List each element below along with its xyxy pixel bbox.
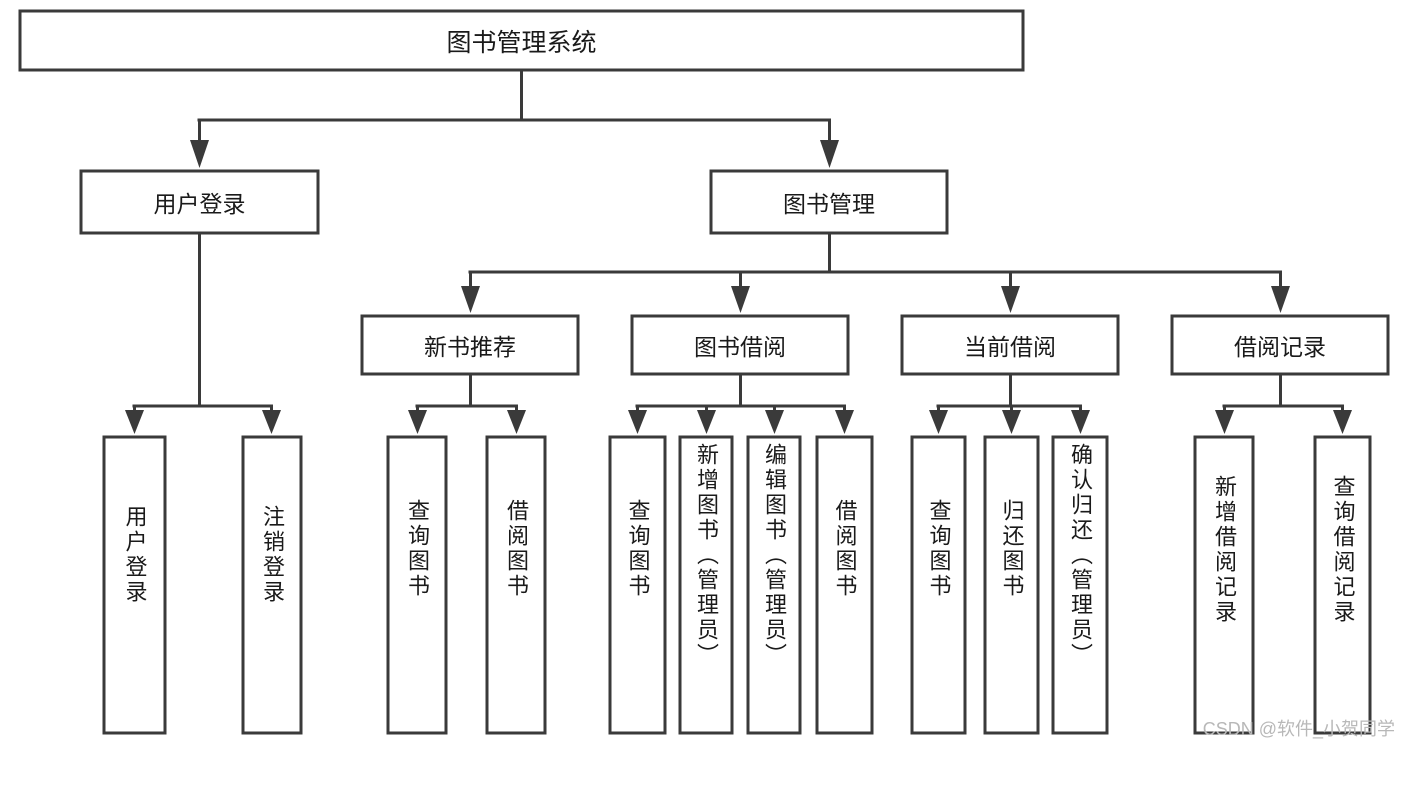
node-box-book-borrow[interactable] <box>630 314 850 376</box>
arrow-head-leaf-query-record <box>1333 410 1352 434</box>
arrow-head-book-borrow <box>731 286 750 313</box>
node-box-new-book-recommend[interactable] <box>360 314 580 376</box>
csdn-watermark: CSDN @软件_小贺同学 <box>1202 719 1395 739</box>
connector-group-user-login <box>125 231 281 434</box>
arrow-head-book-management <box>820 140 839 168</box>
connector-group-new-book-recommend <box>408 372 526 434</box>
arrow-head-leaf-return-book <box>1002 410 1021 434</box>
connector-group-book-management <box>461 231 1290 313</box>
node-box-leaf-return-book[interactable] <box>983 435 1040 735</box>
node-box-leaf-query-book-1[interactable] <box>386 435 448 735</box>
arrow-head-user-login <box>190 140 209 168</box>
arrow-head-current-borrow <box>1001 286 1020 313</box>
arrow-head-leaf-borrow-book-2 <box>835 410 854 434</box>
arrow-head-leaf-logout <box>262 410 281 434</box>
arrow-head-leaf-edit-book <box>765 410 784 434</box>
arrow-head-leaf-query-book-1 <box>408 410 427 434</box>
node-box-leaf-user-login[interactable] <box>102 435 167 735</box>
connector-group-current-borrow <box>929 372 1090 434</box>
node-box-leaf-logout[interactable] <box>241 435 303 735</box>
arrow-head-borrow-record <box>1271 286 1290 313</box>
node-box-book-management[interactable] <box>709 169 949 235</box>
node-box-leaf-edit-book[interactable] <box>746 435 802 735</box>
node-box-leaf-add-record[interactable] <box>1193 435 1255 735</box>
arrow-head-leaf-user-login <box>125 410 144 434</box>
node-box-current-borrow[interactable] <box>900 314 1120 376</box>
arrow-head-leaf-add-book <box>697 410 716 434</box>
node-box-leaf-borrow-book-1[interactable] <box>485 435 547 735</box>
node-box-leaf-query-book-3[interactable] <box>910 435 967 735</box>
arrow-head-leaf-query-book-3 <box>929 410 948 434</box>
arrow-head-leaf-add-record <box>1215 410 1234 434</box>
node-box-user-login[interactable] <box>79 169 320 235</box>
node-box-leaf-query-record[interactable] <box>1313 435 1372 735</box>
connector-group-book-borrow <box>628 372 854 434</box>
connector-group-root <box>190 68 839 168</box>
diagram-canvas-container: 图书管理系统 用户登录 图书管理 新书推荐 图书借阅 当前借阅 借阅记录 用户登… <box>18 9 1395 739</box>
arrow-head-leaf-query-book-2 <box>628 410 647 434</box>
arrow-head-leaf-confirm-return <box>1071 410 1090 434</box>
node-box-leaf-confirm-return[interactable] <box>1051 435 1109 735</box>
hierarchy-diagram-svg <box>18 9 1390 735</box>
node-box-leaf-query-book-2[interactable] <box>608 435 667 735</box>
node-box-borrow-record[interactable] <box>1170 314 1390 376</box>
node-box-leaf-add-book[interactable] <box>678 435 734 735</box>
connector-group-borrow-record <box>1215 372 1352 434</box>
node-box-leaf-borrow-book-2[interactable] <box>815 435 874 735</box>
arrow-head-leaf-borrow-book-1 <box>507 410 526 434</box>
node-box-root[interactable] <box>18 9 1025 72</box>
arrow-head-new-book-recommend <box>461 286 480 313</box>
